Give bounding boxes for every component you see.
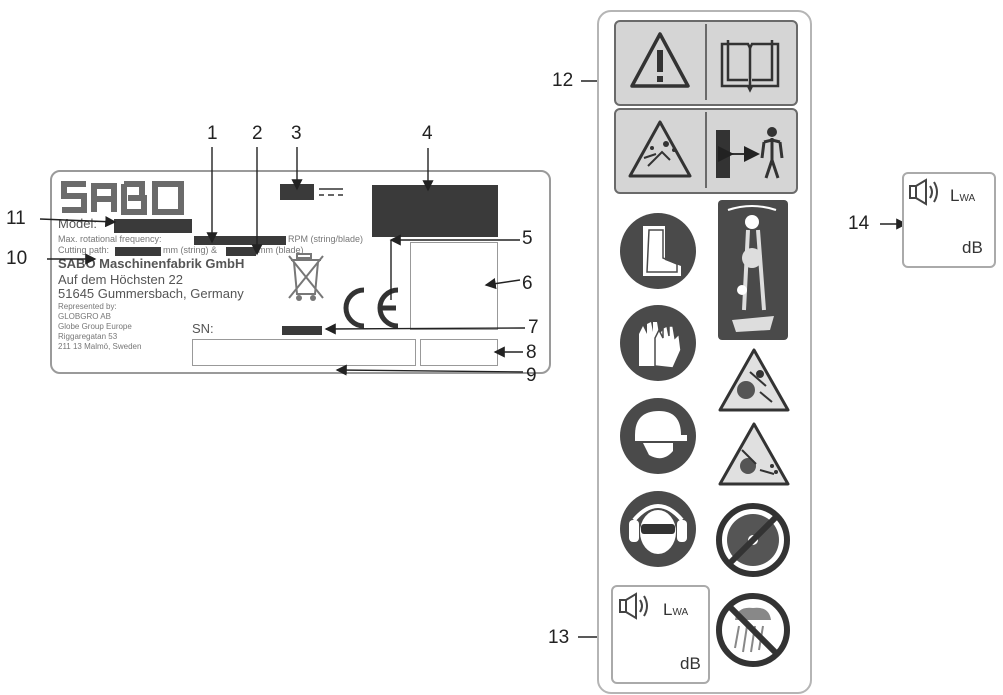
callout-9: 9 [526, 365, 537, 386]
thrown-distance-art [628, 112, 784, 188]
manual-icon [720, 40, 780, 93]
callout-12: 12 [552, 70, 574, 91]
callout-11: 11 [6, 208, 26, 229]
rep-line-2: Globe Group Europe [58, 322, 132, 331]
rating-plate: Model: Max. rotational frequency: RPM (s… [50, 170, 551, 374]
cutting-path-label: Cutting path: [58, 245, 110, 255]
rep-line-1: GLOBGRO AB [58, 312, 111, 321]
callout-6: 6 [522, 273, 533, 294]
cutting-string-unit: mm (string) & [163, 245, 217, 255]
warning-manual-art [630, 24, 780, 100]
represented-by: Represented by: [58, 302, 117, 311]
callout-1: 1 [207, 123, 218, 144]
serial-field [192, 339, 416, 366]
sn-label: SN: [192, 321, 214, 336]
cert-box [410, 242, 498, 330]
thrown-objects-blade-icon [718, 422, 790, 486]
callout-10: 10 [6, 248, 28, 269]
barcode-redacted [372, 185, 498, 237]
lwa-label-14: LWA [950, 186, 975, 206]
sound-power-label-13 [611, 585, 710, 684]
lwa-L-14: L [950, 186, 960, 205]
no-rain-icon [716, 593, 790, 667]
operating-position-art [727, 205, 777, 332]
lwa-sub: WA [672, 607, 689, 618]
safety-distance-icon [716, 127, 784, 179]
callout-13: 13 [548, 627, 570, 648]
safety-boots-icon [620, 213, 696, 289]
callout-8: 8 [526, 342, 537, 363]
thrown-objects-warning-icon [628, 120, 692, 178]
cutting-blade-unit: mm (blade) [258, 245, 304, 255]
max-rot-value-redacted [194, 236, 286, 245]
saw-blade-icon [716, 503, 790, 577]
lwa-db-14: dB [962, 238, 983, 257]
rep-line-3: Riggaregatan 53 [58, 332, 118, 341]
dc-symbol-icon [319, 188, 343, 196]
blade-thrust-warning-icon [718, 348, 790, 412]
callout-4: 4 [422, 123, 433, 144]
rep-line-4: 211 13 Malmö, Sweden [58, 342, 142, 351]
ear-eye-protection-icon [620, 491, 696, 567]
sn-bar-redacted [282, 326, 322, 335]
callout-5: 5 [522, 228, 533, 249]
sound-power-label-14 [902, 172, 996, 268]
sound-power-icon-14 [909, 178, 938, 206]
battery-redacted [280, 184, 314, 200]
lwa-db-13: dB [680, 654, 701, 673]
callout-2: 2 [252, 123, 263, 144]
max-rot-unit: RPM (string/blade) [288, 234, 364, 244]
gloves-icon [620, 305, 696, 381]
lwa-sub-14: WA [959, 193, 976, 204]
cutting-blade-redacted [226, 247, 256, 256]
company-name: SABO Maschinenfabrik GmbH [58, 256, 245, 271]
sound-power-icon [619, 592, 648, 620]
cutting-string-redacted [115, 247, 161, 256]
date-field [420, 339, 498, 366]
weee-bin-icon [288, 253, 324, 301]
address-line-1: Auf dem Höchsten 22 [58, 272, 184, 287]
lwa-L: L [663, 600, 673, 619]
sabo-logo [61, 181, 184, 215]
helmet-icon [620, 398, 696, 474]
model-value-redacted [114, 219, 192, 233]
callout-3: 3 [291, 123, 302, 144]
lwa-label-13: LWA [663, 600, 688, 620]
callout-7: 7 [528, 317, 539, 338]
callout-14: 14 [848, 213, 870, 234]
warning-icon [630, 32, 690, 88]
max-rot-label: Max. rotational frequency: [58, 234, 162, 244]
address-line-2: 51645 Gummersbach, Germany [58, 286, 244, 301]
